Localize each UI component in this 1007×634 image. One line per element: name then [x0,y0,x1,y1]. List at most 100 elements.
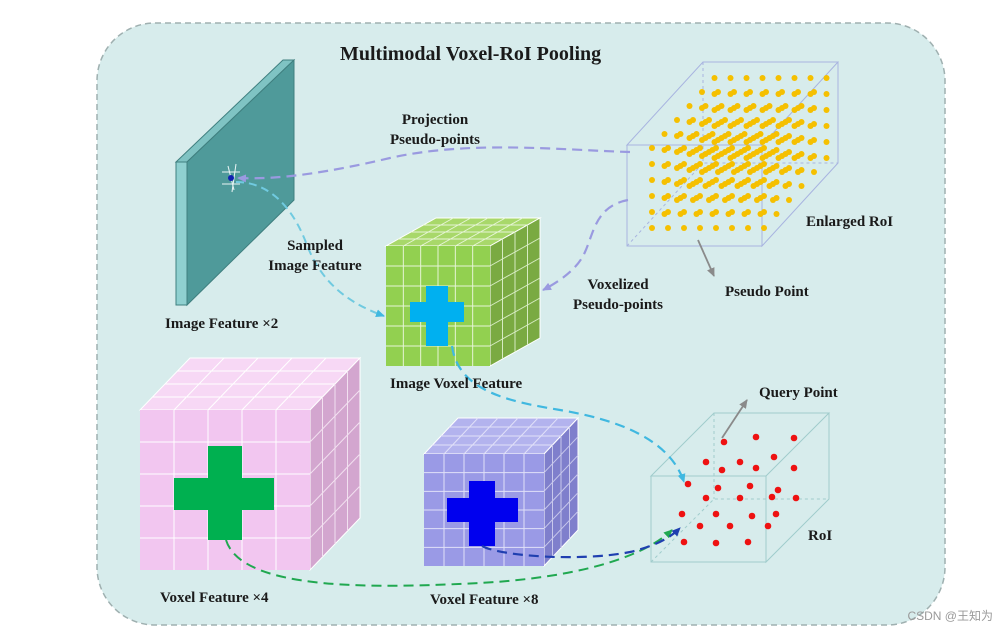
pseudo-point-dot [773,211,780,217]
pseudo-point-dot [738,197,744,203]
pseudo-point-dot [711,107,718,113]
pseudo-point-dot [775,91,782,97]
pseudo-point-dot [759,155,766,161]
blue-voxel-to-roi-arrow [481,527,681,559]
image-voxel-feature-label: Image Voxel Feature [390,376,523,392]
pseudo-point-dot [766,183,773,189]
pseudo-point-dot [823,75,830,81]
pseudo-point-dot [674,117,680,123]
pseudo-point-dot [699,137,705,143]
pseudo-point-dot [699,169,705,175]
sampled-label-line1: Sampled [287,238,343,254]
pseudo-point-dot [661,179,668,185]
query-point-dot [680,538,688,546]
pseudo-point-dot [743,123,750,129]
pseudo-point-dot [661,163,668,169]
pseudo-point-dot [699,89,705,95]
pseudo-point-dot [750,183,757,189]
query-point-dot [768,493,776,501]
pseudo-point-dot [729,225,735,231]
pseudo-point-pointer [697,239,715,277]
pseudo-point-dot [807,155,814,161]
pseudo-point-dot [743,139,750,145]
query-point-dot [718,466,726,474]
pseudo-point-dot [649,145,655,151]
projection-label-line2: Pseudo-points [389,132,481,148]
pseudo-point-label: Pseudo Point [725,284,809,300]
pseudo-point-dot [674,149,680,155]
pseudo-point-dot [775,155,782,161]
pseudo-point-dot [713,225,719,231]
pseudo-point-dot [727,139,734,145]
image-voxel-to-roi-arrow [450,345,686,483]
query-point-dot [752,433,760,441]
pink-voxel-cube [138,356,362,572]
pseudo-point-dot [757,211,764,217]
pseudo-point-dot [690,197,696,203]
sampled-feature-label: Sampled Image Feature [256,236,374,276]
pseudo-point-cloud [649,75,830,231]
pseudo-point-dot [725,211,732,217]
query-point-pointer [721,399,748,439]
pseudo-point-dot [759,107,766,113]
pseudo-point-dot [649,161,655,167]
sampled-feature-arrow [235,181,385,318]
pseudo-point-dot [759,123,766,129]
pseudo-point-dot [791,75,798,81]
query-point-dot [714,484,722,492]
pseudo-point-dot [759,91,766,97]
pseudo-point-dot [686,103,693,109]
query-point-label: Query Point [759,385,838,401]
pseudo-point-dot [649,209,655,215]
pseudo-point-dot [649,225,655,231]
query-point-dot [744,538,752,546]
roi-label: RoI [808,528,833,544]
voxel-feature-x8-label: Voxel Feature ×8 [430,592,539,608]
pseudo-point-dot [823,139,830,145]
pseudo-point-dot [823,155,830,161]
sampled-label-line2: Image Feature [268,258,362,274]
voxel-feature-x4-label: Voxel Feature ×4 [160,590,269,606]
pseudo-point-dot [711,155,718,161]
pseudo-point-dot [686,135,693,141]
query-point-dot [720,438,728,446]
pseudo-point-dot [734,183,741,189]
pseudo-point-dot [791,91,798,97]
pseudo-point-dot [747,169,753,175]
pseudo-point-dot [807,75,814,81]
pseudo-point-dot [798,183,805,189]
pseudo-point-dot [661,195,668,201]
pseudo-point-dot [823,123,830,129]
query-point-dot [684,480,692,488]
pseudo-point-dot [743,91,750,97]
pseudo-point-dot [699,105,705,111]
query-point-dot [702,458,710,466]
pseudo-point-dot [686,119,693,125]
pseudo-point-dot [761,225,767,231]
pseudo-point-dot [727,123,734,129]
pseudo-point-dot [754,197,760,203]
pseudo-point-dot [775,123,782,129]
query-point-dot [770,453,778,461]
query-point-dot [736,458,744,466]
pseudo-point-dot [775,139,782,145]
query-point-dot [772,510,780,518]
query-point-dot [748,512,756,520]
pseudo-point-dot [674,197,680,203]
pseudo-point-dot [681,225,687,231]
query-point-dot [712,510,720,518]
pseudo-point-dot [823,91,830,97]
pseudo-point-dot [697,225,703,231]
pseudo-point-dot [711,139,718,145]
pseudo-point-dot [686,151,693,157]
pseudo-point-dot [693,211,700,217]
pseudo-point-dot [807,123,814,129]
pseudo-point-dot [775,75,782,81]
pseudo-point-dot [649,177,655,183]
pink-voxel-to-roi-arrow [225,529,673,587]
enlarged-roi-label: Enlarged RoI [806,214,894,230]
pseudo-point-dot [677,211,684,217]
pseudo-point-dot [711,123,718,129]
query-point-dot [790,434,798,442]
